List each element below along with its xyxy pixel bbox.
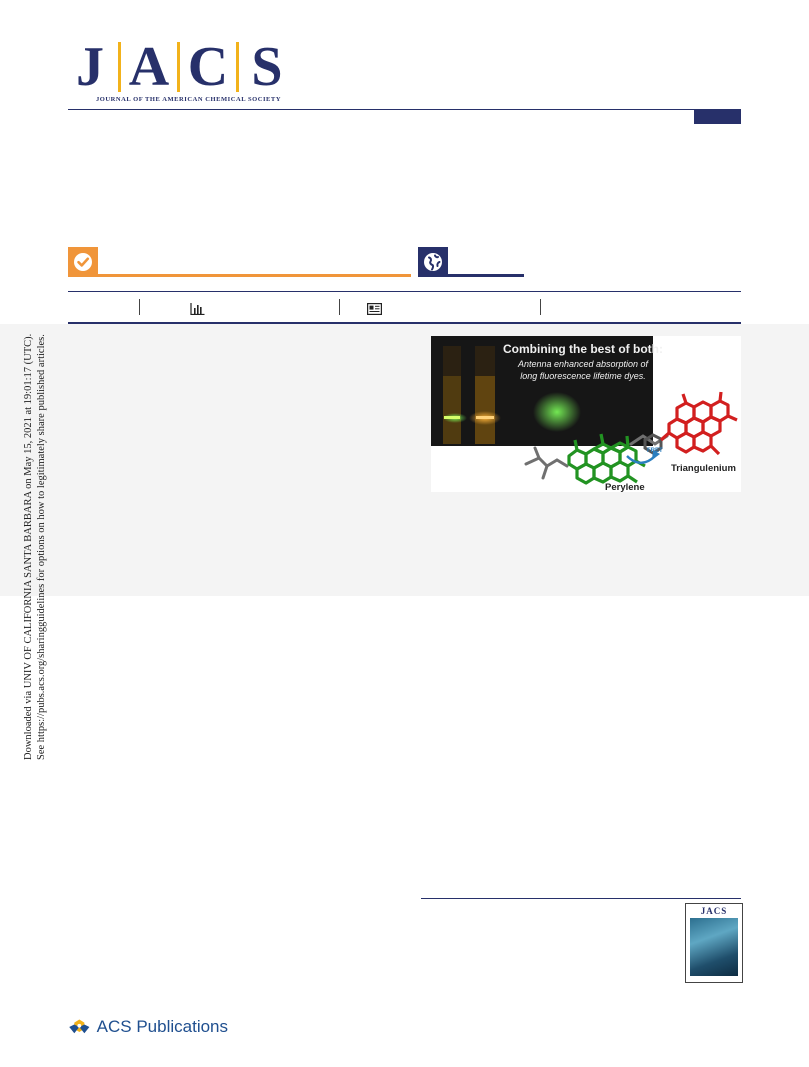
- metrics-divider: [139, 299, 140, 315]
- worldwide-rule: [448, 274, 524, 277]
- metrics-bar-top-rule: [68, 291, 741, 292]
- journal-cover-thumbnail[interactable]: JACS: [685, 903, 743, 983]
- cover-title: JACS: [700, 906, 728, 916]
- footer-rule: [421, 898, 741, 899]
- cuvette-photo: [431, 336, 653, 446]
- jacs-letter-s: S: [251, 36, 283, 98]
- metrics-bar-bottom-rule: [68, 322, 741, 324]
- toc-tagline: Antenna enhanced absorption of long fluo…: [517, 359, 649, 381]
- jacs-logo: J A C S JOURNAL OF THE AMERICAN CHEMICAL…: [68, 36, 290, 106]
- publisher-name: ACS Publications: [96, 1017, 228, 1036]
- toc-graphic: Combining the best of both: Antenna enha…: [431, 336, 741, 492]
- acs-publications-logo[interactable]: ACS Publications: [68, 1010, 228, 1044]
- globe-icon: [424, 253, 442, 271]
- open-access-badge[interactable]: [68, 247, 98, 277]
- download-notice-line: Downloaded via UNIV OF CALIFORNIA SANTA …: [23, 333, 34, 760]
- download-notice: Downloaded via UNIV OF CALIFORNIA SANTA …: [22, 320, 48, 760]
- molecule-illustration: [524, 391, 738, 485]
- logo-separator: [118, 42, 121, 92]
- fret-label: FRET: [647, 448, 663, 454]
- worldwide-badge[interactable]: [418, 247, 448, 277]
- metrics-divider: [339, 299, 340, 315]
- check-circle-icon: [74, 253, 92, 271]
- article-icon: [367, 303, 383, 316]
- cover-art: [690, 918, 738, 976]
- triangulenium-label: Triangulenium: [671, 463, 736, 474]
- recommendations-button[interactable]: [367, 302, 383, 320]
- header-rule: [68, 109, 741, 110]
- toc-headline: Combining the best of both:: [503, 342, 663, 356]
- jacs-letter-j: J: [76, 36, 104, 98]
- journal-subtitle: JOURNAL OF THE AMERICAN CHEMICAL SOCIETY: [96, 96, 282, 103]
- acs-hexagon-icon: [69, 1019, 90, 1034]
- jacs-letter-c: C: [187, 36, 229, 98]
- perylene-label: Perylene: [605, 482, 645, 492]
- logo-separator: [177, 42, 180, 92]
- logo-separator: [236, 42, 239, 92]
- bar-chart-icon: [190, 303, 205, 316]
- jacs-letter-a: A: [128, 36, 170, 98]
- metrics-divider: [540, 299, 541, 315]
- download-notice-line: See https://pubs.acs.org/sharingguidelin…: [36, 334, 47, 760]
- toc-photo-panel: Combining the best of both: Antenna enha…: [431, 336, 663, 446]
- metrics-button[interactable]: [190, 302, 205, 320]
- open-access-rule: [98, 274, 411, 277]
- article-type-tab: [694, 110, 741, 124]
